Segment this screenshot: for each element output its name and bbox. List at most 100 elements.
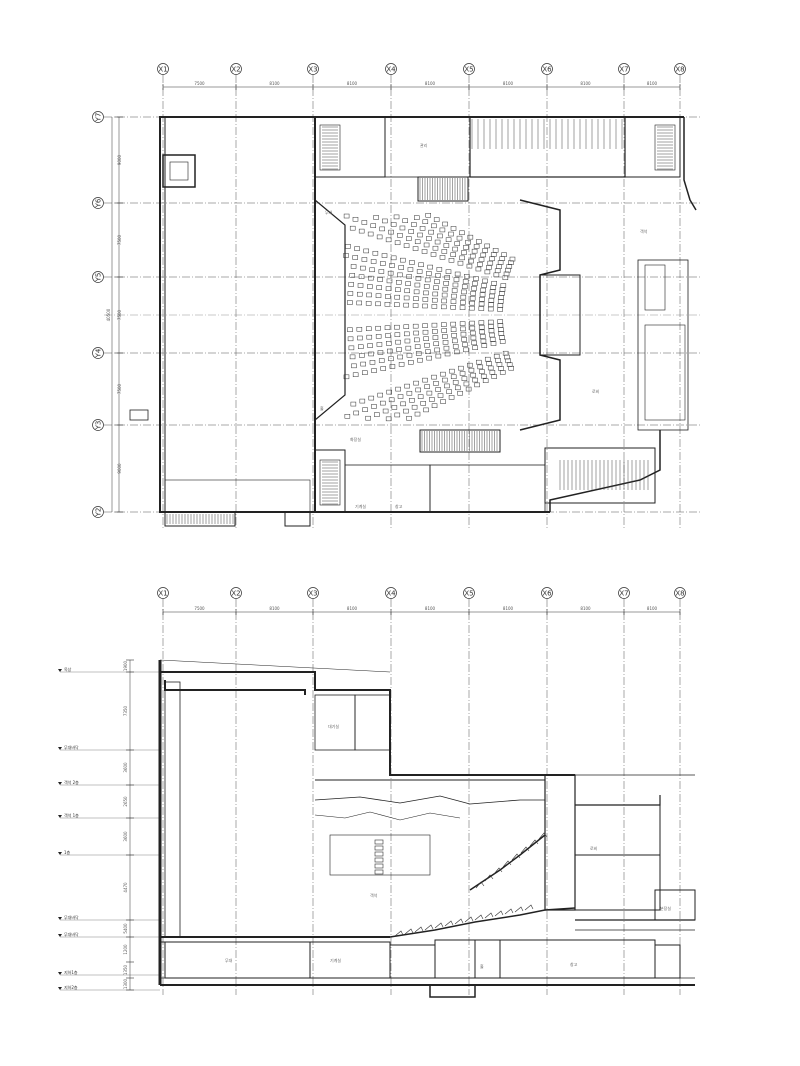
- seat: [473, 276, 479, 281]
- seat: [344, 414, 351, 419]
- seat: [508, 365, 514, 371]
- seat: [484, 356, 491, 362]
- seat: [457, 390, 463, 396]
- seat: [459, 371, 466, 376]
- seat: [450, 305, 456, 310]
- seat-profile: [494, 910, 504, 917]
- seat: [388, 356, 394, 362]
- seat: [347, 336, 354, 342]
- seat: [369, 267, 375, 273]
- seat: [390, 255, 397, 261]
- seat: [433, 285, 439, 291]
- seat: [414, 282, 421, 288]
- seat: [352, 372, 359, 377]
- grid-label-X2: X2: [231, 66, 240, 74]
- seat: [489, 256, 495, 262]
- seat: [352, 216, 359, 222]
- level-marker: [58, 852, 62, 855]
- seat: [349, 354, 356, 360]
- seat: [500, 283, 507, 288]
- seat: [412, 246, 419, 251]
- seat: [435, 387, 441, 392]
- seat: [490, 252, 497, 257]
- seat: [379, 226, 385, 232]
- seat: [425, 212, 431, 218]
- seat-profile: [493, 867, 503, 875]
- seat: [452, 282, 459, 288]
- seat: [398, 362, 405, 367]
- seat: [403, 302, 409, 308]
- dim-label: 8100: [503, 81, 514, 86]
- seat: [417, 394, 424, 399]
- seat: [423, 336, 429, 341]
- grid-label-X8: X8: [675, 590, 684, 598]
- seat: [414, 344, 421, 349]
- seat: [489, 332, 495, 338]
- seat: [497, 323, 504, 328]
- speaker-box: [374, 851, 384, 857]
- seat: [506, 264, 513, 269]
- level-marker: [58, 815, 62, 818]
- section-label-lobby: 로비: [590, 845, 598, 851]
- seat: [424, 277, 431, 283]
- seat: [426, 236, 432, 241]
- seat: [405, 281, 411, 286]
- seat: [443, 345, 450, 351]
- seat: [403, 295, 410, 301]
- seat: [404, 338, 411, 344]
- seat: [487, 306, 494, 312]
- seat: [411, 222, 417, 227]
- seat: [387, 270, 394, 276]
- grid-bubble: [674, 587, 686, 599]
- seat: [480, 287, 486, 293]
- seat: [489, 293, 495, 299]
- seat: [426, 271, 432, 276]
- section-seating-rake: [374, 832, 548, 937]
- seat: [389, 263, 395, 268]
- room-label-audience: 객석: [640, 228, 648, 234]
- seat: [378, 358, 385, 363]
- seat: [350, 264, 357, 269]
- seat: [397, 233, 403, 238]
- seat: [367, 231, 374, 237]
- seat: [432, 291, 439, 297]
- level-label: 무대바닥: [64, 744, 79, 750]
- grid-bubble: [92, 506, 104, 518]
- seat: [378, 269, 385, 274]
- seat: [362, 370, 368, 375]
- seat: [460, 294, 467, 300]
- seat: [440, 371, 446, 377]
- seat: [390, 222, 397, 227]
- seat: [452, 338, 458, 344]
- seat: [446, 389, 452, 394]
- level-label: 1층: [64, 849, 71, 855]
- dim-label: 8100: [580, 606, 591, 611]
- grid-bubble: [541, 587, 553, 599]
- seat: [394, 240, 401, 246]
- dim-label: 3600: [123, 762, 128, 773]
- room-label-storage: 창고: [395, 503, 403, 509]
- seat: [487, 260, 494, 266]
- grid-bubble: [618, 587, 630, 599]
- seat: [450, 321, 456, 327]
- speaker-box: [374, 869, 384, 875]
- seat: [442, 377, 448, 383]
- seat: [469, 295, 476, 301]
- seat: [434, 279, 440, 284]
- dim-label: 4470: [123, 882, 128, 893]
- seat: [470, 372, 476, 378]
- dim-label: 8100: [647, 606, 658, 611]
- seat: [453, 277, 460, 282]
- seat-profile: [511, 853, 521, 861]
- seat: [403, 243, 410, 248]
- seat: [357, 291, 363, 297]
- seat: [359, 398, 366, 404]
- seat: [458, 365, 464, 371]
- seat: [509, 256, 516, 262]
- seat: [415, 275, 422, 281]
- dim-label: 8100: [269, 81, 280, 86]
- seat: [395, 386, 401, 392]
- seat: [493, 272, 500, 278]
- seat: [461, 289, 467, 295]
